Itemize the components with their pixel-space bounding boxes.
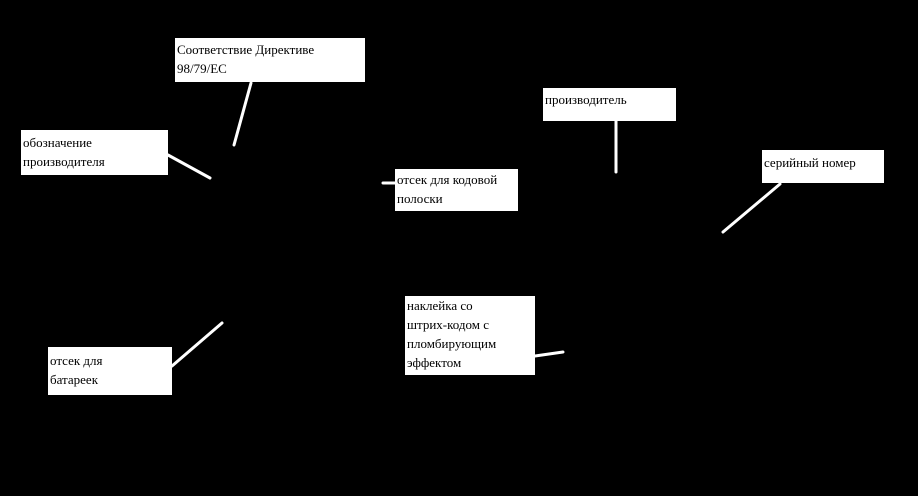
serial-number-leader-line <box>721 182 782 234</box>
label-line: пломбирующим <box>407 336 497 351</box>
label-line: 98/79/EC <box>177 61 227 76</box>
label-line: производитель <box>545 92 627 107</box>
label-line: отсек для <box>50 353 103 368</box>
label-line: батареек <box>50 372 99 387</box>
label-line: серийный номер <box>764 155 856 170</box>
label-manufacturer: производитель <box>543 88 676 121</box>
directive-leader-line <box>232 81 253 147</box>
label-serial-number: серийный номер <box>762 150 884 183</box>
label-line: штрих-кодом с <box>407 317 490 332</box>
manufacturer-mark-leader-line <box>166 153 212 180</box>
label-line: производителя <box>23 154 105 169</box>
label-line: полоски <box>397 191 443 206</box>
battery-slot-leader-line <box>170 321 224 368</box>
label-line: отсек для кодовой <box>397 172 498 187</box>
label-barcode-slot: отсек для кодовой полоски <box>395 169 518 211</box>
label-directive: Соответствие Директиве 98/79/EC <box>175 38 365 82</box>
label-battery-slot: отсек для батареек <box>48 347 172 395</box>
label-line: эффектом <box>407 355 462 370</box>
label-line: обозначение <box>23 135 92 150</box>
label-line: Соответствие Директиве <box>177 42 315 57</box>
seal-sticker-leader-line <box>533 350 565 358</box>
label-seal-sticker: наклейка со штрих-кодом с пломбирующим э… <box>405 296 535 375</box>
label-manufacturer-mark: обозначение производителя <box>21 130 168 175</box>
label-line: наклейка со <box>407 298 473 313</box>
